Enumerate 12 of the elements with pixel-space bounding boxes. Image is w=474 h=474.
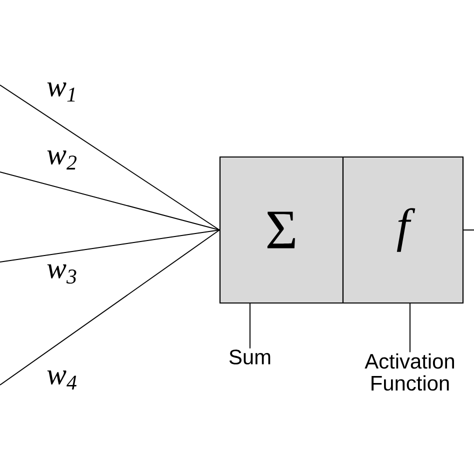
input-line [0,172,220,230]
input-line [0,84,220,230]
callout-text: Sum [229,350,270,364]
input-line [0,230,220,386]
sum-box: Σ [219,156,344,304]
edge-label: w$_{1}$ [47,82,75,102]
function-box: f [342,156,464,304]
input-line [0,230,220,262]
edge-label: w$_{3}$ [47,264,76,284]
edge-label: w$_{4}$ [47,370,76,390]
edge-label: w$_{2}$ [47,150,76,170]
callout-text: Activation Function [364,353,454,391]
